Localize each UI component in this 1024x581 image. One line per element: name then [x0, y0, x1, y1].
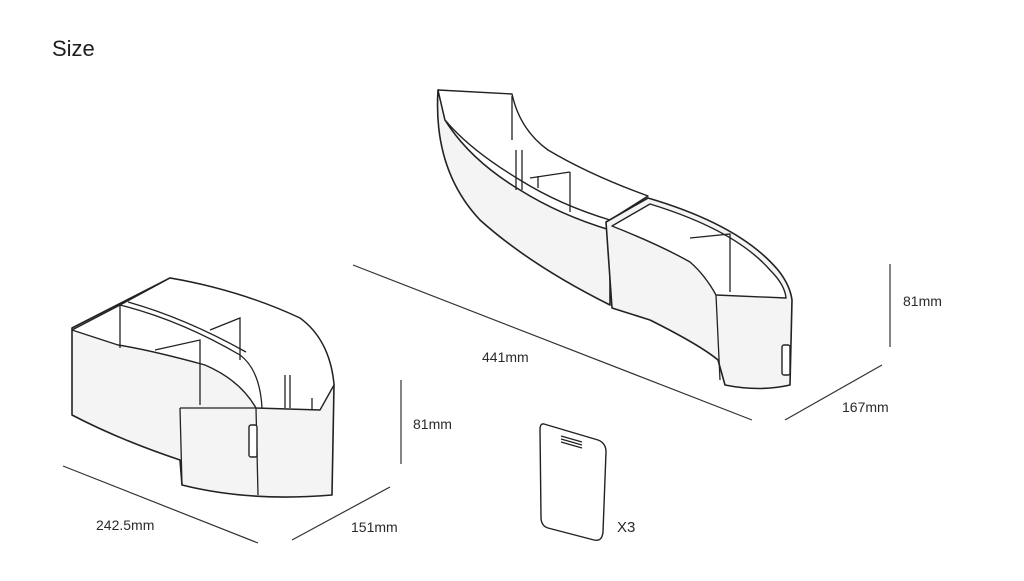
insert-card-illustration [539, 423, 607, 542]
large-length-label: 441mm [482, 349, 529, 365]
large-depth-line [784, 364, 883, 421]
section-title: Size [52, 36, 95, 61]
large-depth-label: 167mm [842, 399, 889, 415]
small-depth-line [291, 486, 391, 541]
small-length-line [62, 465, 259, 544]
large-height-label: 81mm [903, 293, 942, 309]
insert-quantity-label: X3 [617, 519, 636, 536]
large-organizer-illustration [436, 89, 793, 390]
small-organizer-illustration [71, 277, 335, 498]
small-depth-label: 151mm [351, 519, 398, 535]
large-length-line [352, 264, 753, 421]
small-height-label: 81mm [413, 416, 452, 432]
small-length-label: 242.5mm [96, 517, 155, 533]
